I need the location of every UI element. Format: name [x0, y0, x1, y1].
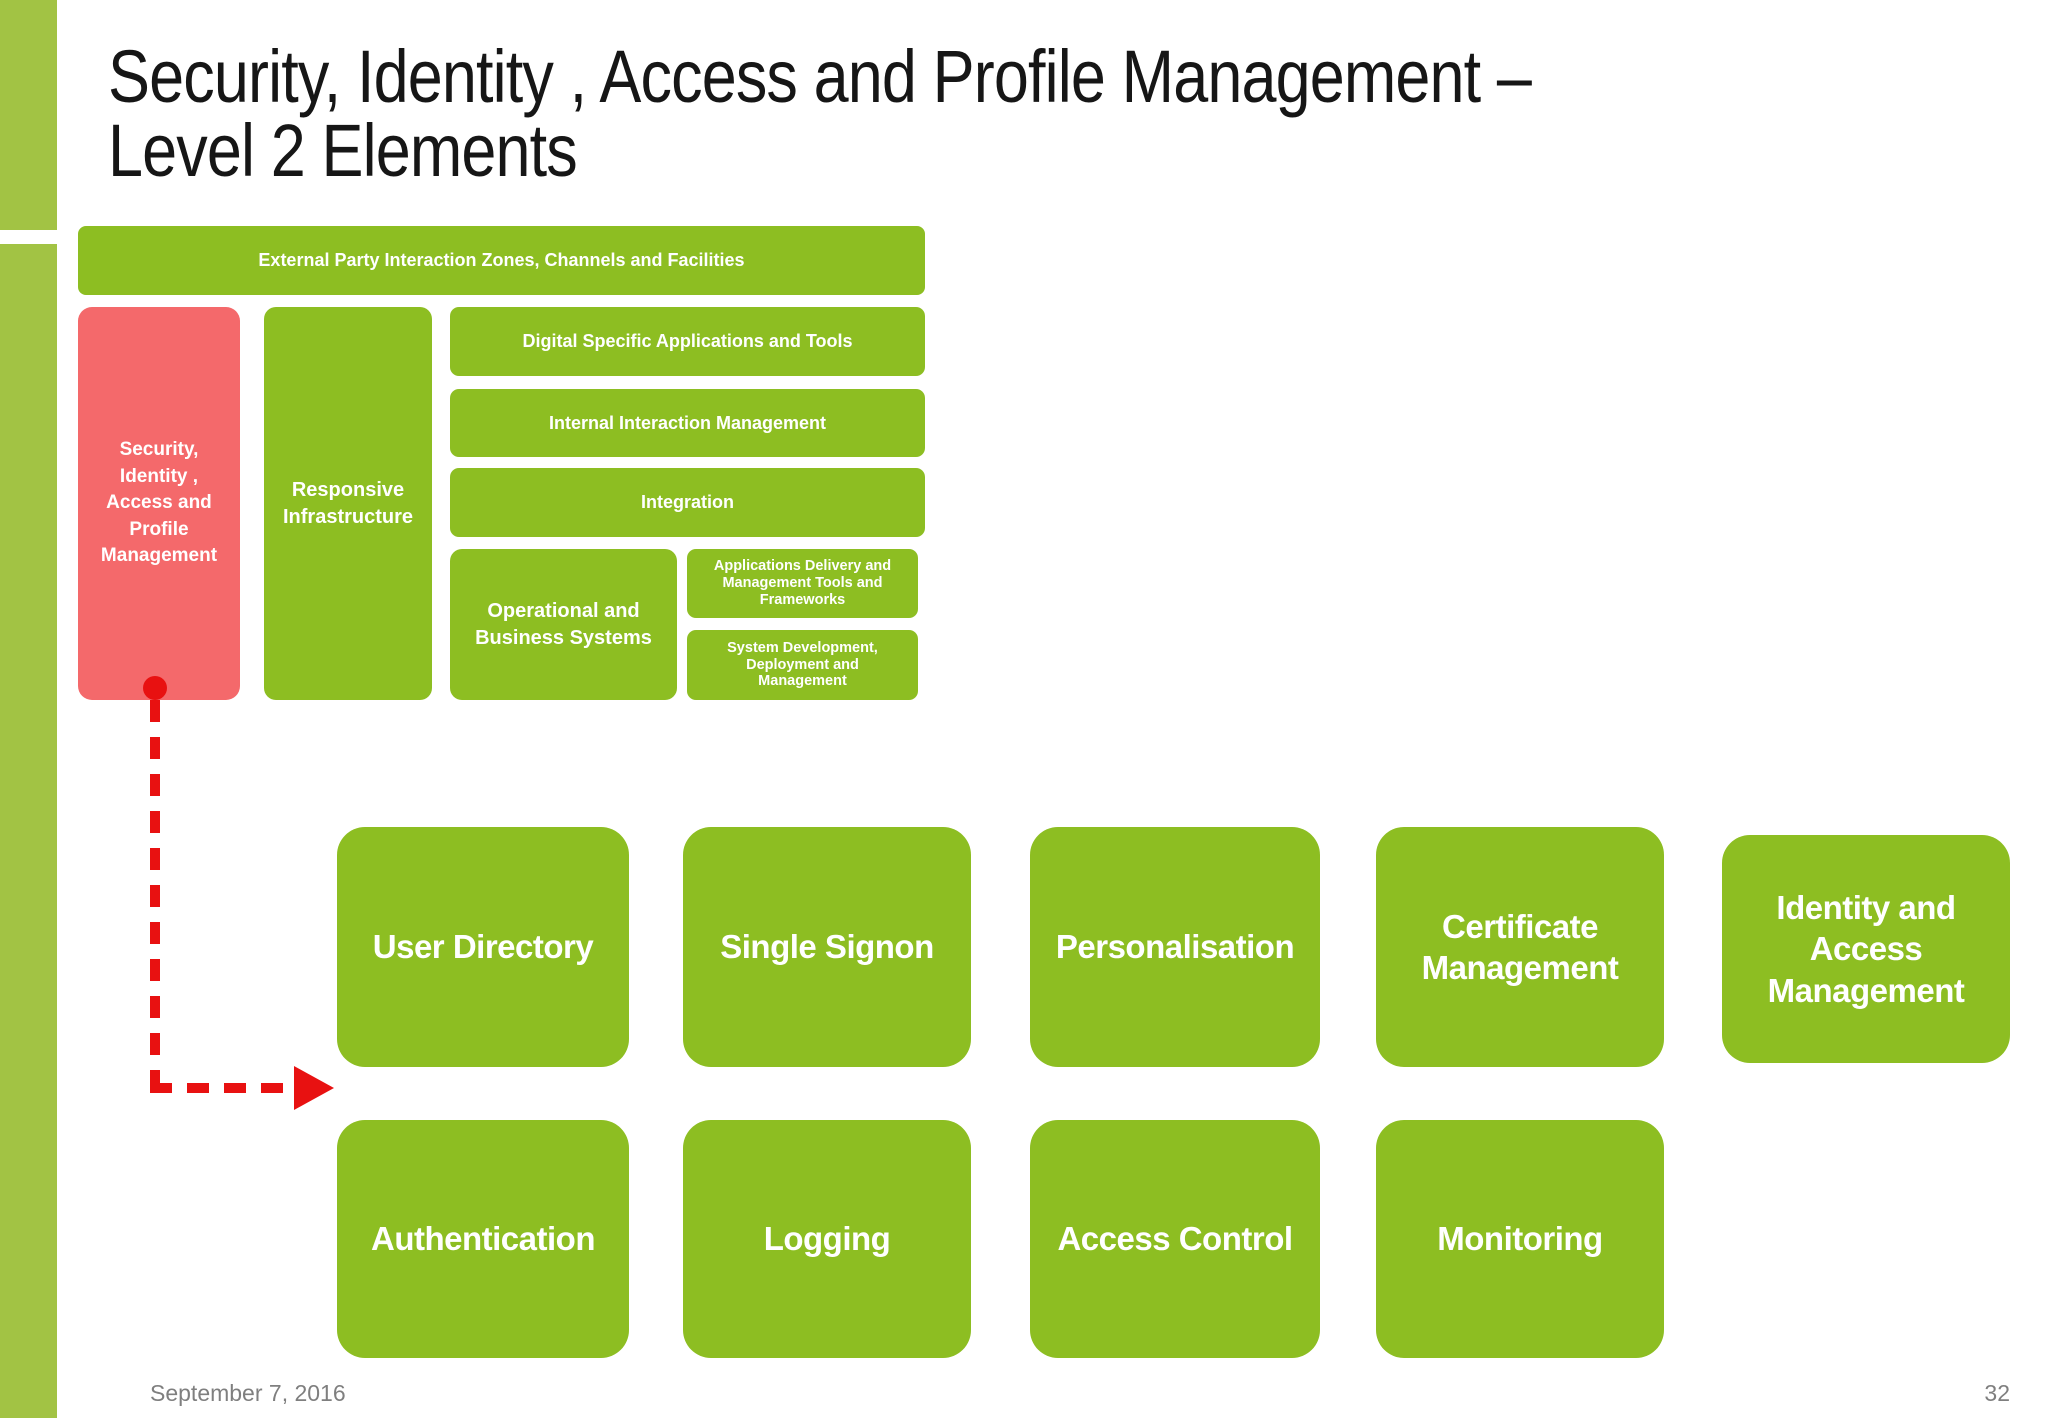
internal-interaction-bar: Internal Interaction Management: [450, 389, 925, 457]
page-title: Security, Identity , Access and Profile …: [108, 35, 1532, 192]
connector-line-horizontal: [150, 1083, 298, 1093]
level2-box-authentication: Authentication: [337, 1120, 629, 1358]
connector-dot: [143, 676, 167, 700]
apps-delivery-box: Applications Delivery and Management Too…: [687, 549, 918, 618]
arrow-head-icon: [294, 1066, 334, 1110]
operational-systems-box: Operational and Business Systems: [450, 549, 677, 700]
level2-box-logging: Logging: [683, 1120, 971, 1358]
level2-box-personalisation: Personalisation: [1030, 827, 1320, 1067]
level2-box-access-control: Access Control: [1030, 1120, 1320, 1358]
footer-date: September 7, 2016: [150, 1380, 346, 1406]
security-highlight-box: Security, Identity , Access and Profile …: [78, 307, 240, 700]
integration-bar: Integration: [450, 468, 925, 537]
left-accent-bar-bottom: [0, 244, 57, 1418]
page-number: 32: [1984, 1380, 2010, 1406]
level2-box-single-signon: Single Signon: [683, 827, 971, 1067]
left-accent-bar-top: [0, 0, 57, 230]
level2-box-certificate-management: Certificate Management: [1376, 827, 1664, 1067]
external-party-bar: External Party Interaction Zones, Channe…: [78, 226, 925, 295]
level2-box-identity-access-management: Identity and Access Management: [1722, 835, 2010, 1063]
responsive-infrastructure-box: Responsive Infrastructure: [264, 307, 432, 700]
connector-line-vertical: [150, 700, 160, 1088]
level2-box-monitoring: Monitoring: [1376, 1120, 1664, 1358]
level2-box-user-directory: User Directory: [337, 827, 629, 1067]
digital-apps-bar: Digital Specific Applications and Tools: [450, 307, 925, 376]
system-development-box: System Development, Deployment and Manag…: [687, 630, 918, 700]
